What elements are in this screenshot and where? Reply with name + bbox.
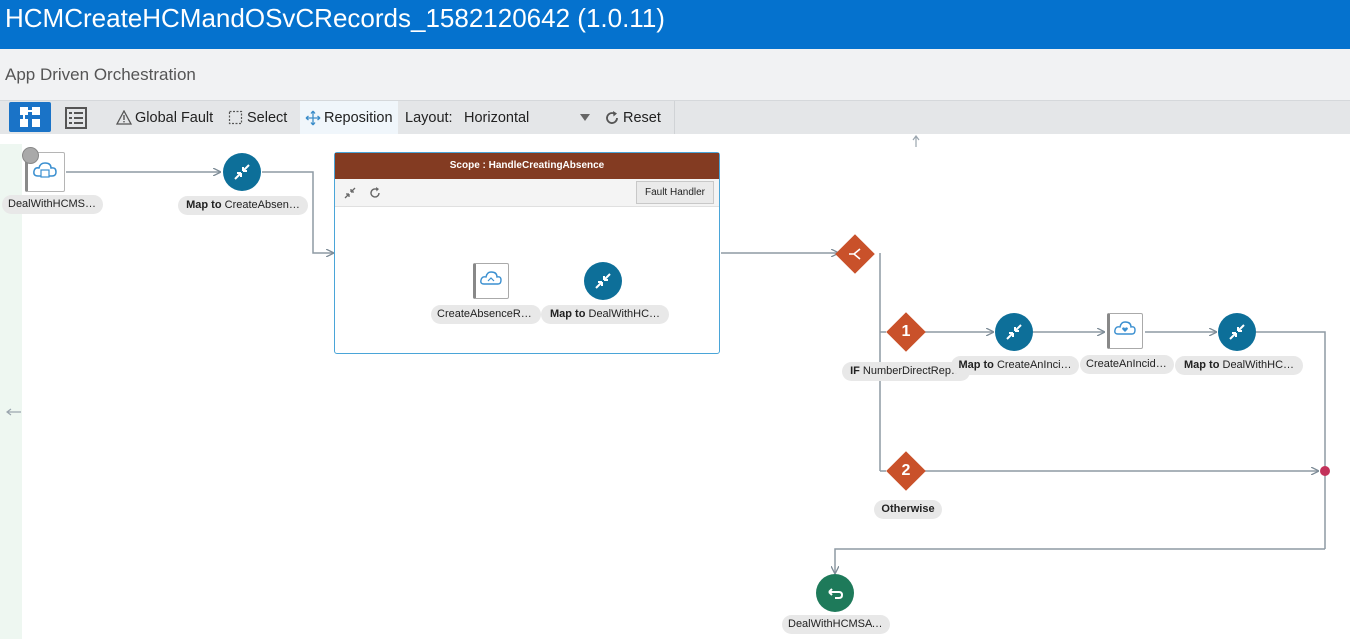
map-icon <box>234 164 250 180</box>
return-icon <box>828 588 844 599</box>
move-icon <box>305 110 321 125</box>
layout-label-text: Layout: <box>405 109 453 126</box>
map-target: CreateAnInci… <box>996 359 1072 371</box>
canvas-toolbar: Global Fault Select Reposition Layout: H… <box>0 100 1350 135</box>
branch-2-number: 2 <box>901 462 911 479</box>
map-prefix: Map to <box>186 199 222 211</box>
cloud-icon <box>1114 321 1136 335</box>
page-subtitle: App Driven Orchestration <box>5 65 196 84</box>
condition-text: NumberDirectRep… <box>862 365 962 377</box>
map-node-deal-with-hcm-2-label: Map to DealWithHC… <box>1175 356 1303 375</box>
invoke-create-an-incident[interactable] <box>1107 313 1143 349</box>
map-icon <box>595 273 611 289</box>
switch-node[interactable] <box>835 234 875 274</box>
map-node-create-incident-label: Map to CreateAnInci… <box>951 356 1079 375</box>
switch-icon <box>849 248 861 260</box>
trigger-badge-icon <box>22 147 39 164</box>
map-node-create-incident[interactable] <box>995 313 1033 351</box>
select-button[interactable]: Select <box>228 101 287 134</box>
designer-view-icon <box>20 107 40 127</box>
reposition-button[interactable]: Reposition <box>300 101 398 134</box>
condition-prefix: IF <box>850 365 860 377</box>
toolbar-divider <box>674 101 675 134</box>
map-prefix: Map to <box>958 359 994 371</box>
select-label: Select <box>247 109 288 126</box>
otherwise-text: Otherwise <box>881 503 935 515</box>
map-node-create-absence-label: Map to CreateAbsen… <box>178 196 308 215</box>
scope-toolbar: Fault Handler <box>335 179 719 207</box>
map-node-deal-with-hcm-label: Map to DealWithHC… <box>541 305 669 324</box>
layout-label: Layout: <box>405 101 453 134</box>
map-node-deal-with-hcm[interactable] <box>584 262 622 300</box>
invoke-create-absence-record[interactable] <box>473 263 509 299</box>
collapse-icon[interactable] <box>343 186 357 200</box>
cloud-icon <box>480 271 502 285</box>
canvas-left-strip <box>0 144 22 639</box>
map-prefix: Map to <box>549 308 586 320</box>
integration-title: HCMCreateHCMandOSvCRecords_1582120642 (1… <box>5 3 665 33</box>
map-target: CreateAbsen… <box>224 199 300 211</box>
global-fault-label: Global Fault <box>135 109 214 126</box>
select-icon <box>228 110 243 125</box>
map-node-create-absence[interactable] <box>223 153 261 191</box>
map-prefix: Map to <box>1183 359 1220 371</box>
list-view-button[interactable] <box>63 105 89 131</box>
map-icon <box>1006 324 1022 340</box>
list-view-icon <box>65 107 87 129</box>
global-fault-button[interactable]: Global Fault <box>116 101 213 134</box>
return-node-label: DealWithHCMSAVE <box>782 615 890 634</box>
reset-button[interactable]: Reset <box>604 101 661 134</box>
map-icon <box>1229 324 1245 340</box>
app-title-bar: HCMCreateHCMandOSvCRecords_1582120642 (1… <box>0 0 1350 49</box>
branch-1-condition: IF NumberDirectRep… <box>842 362 970 381</box>
reset-icon <box>606 110 618 124</box>
cloud-icon <box>33 162 57 178</box>
layout-selected-value: Horizontal <box>464 109 530 126</box>
fault-handler-button[interactable]: Fault Handler <box>635 181 714 204</box>
branch-2-otherwise-label: Otherwise <box>874 500 942 519</box>
designer-view-button[interactable] <box>9 102 51 132</box>
scope-title: Scope : HandleCreatingAbsence <box>335 153 719 179</box>
map-node-deal-with-hcm-2[interactable] <box>1218 313 1256 351</box>
reset-label: Reset <box>623 109 661 126</box>
reposition-label: Reposition <box>324 109 393 126</box>
merge-point <box>1320 466 1330 476</box>
trigger-label: DealWithHCMSAVE <box>2 195 103 214</box>
map-target: DealWithHC… <box>1222 359 1295 371</box>
sub-header: App Driven Orchestration <box>0 49 1350 101</box>
refresh-icon[interactable] <box>368 186 382 200</box>
branch-1-number: 1 <box>901 323 911 340</box>
dropdown-arrow-icon <box>580 114 590 121</box>
layout-select[interactable]: Horizontal <box>464 101 592 134</box>
invoke-create-absence-label: CreateAbsenceRecor <box>431 305 541 324</box>
warning-icon <box>116 110 132 125</box>
map-target: DealWithHC… <box>588 308 661 320</box>
return-node[interactable] <box>816 574 854 612</box>
arrow-up-icon <box>912 135 920 147</box>
invoke-create-an-incident-label: CreateAnIncident <box>1080 355 1174 374</box>
arrow-left-icon <box>6 408 21 416</box>
